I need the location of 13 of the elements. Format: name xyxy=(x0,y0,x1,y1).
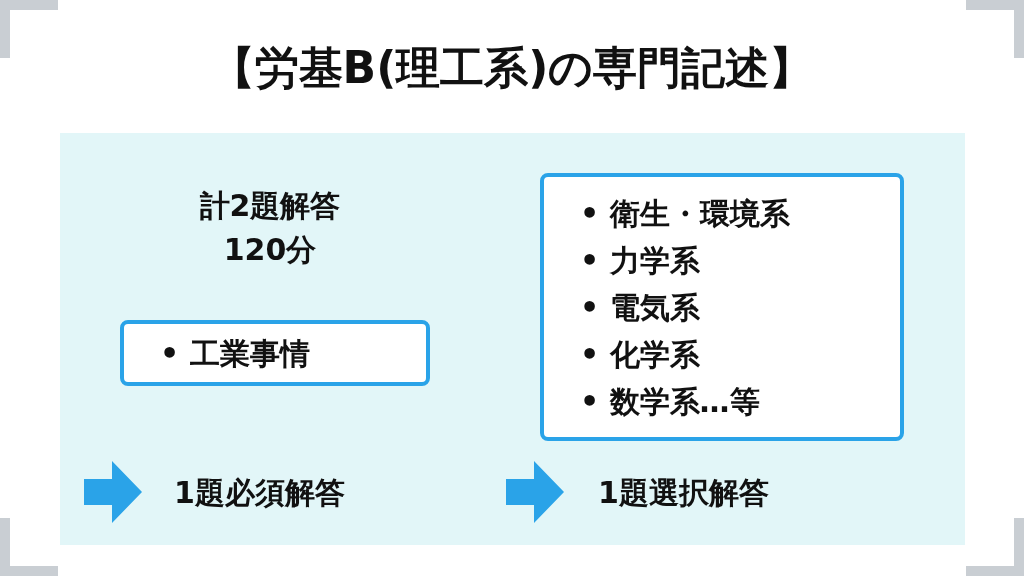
list-item: • 衛生・環境系 xyxy=(580,194,790,233)
list-item: • 力学系 xyxy=(580,241,701,280)
caption-text: 1題必須解答 xyxy=(174,474,345,512)
list-item: • 化学系 xyxy=(580,335,701,374)
list-box xyxy=(120,320,430,386)
note-text: 計2題解答 xyxy=(198,187,342,225)
list-item: • 工業事情 xyxy=(160,334,310,373)
list-item: • 数学系…等 xyxy=(580,382,761,421)
duration-text: 120分 xyxy=(222,231,318,269)
title: 【労基B(理工系)の専門記述】 xyxy=(209,41,815,95)
list-box xyxy=(540,173,904,441)
caption-text: 1題選択解答 xyxy=(598,474,769,512)
list-item: • 電気系 xyxy=(580,288,701,327)
